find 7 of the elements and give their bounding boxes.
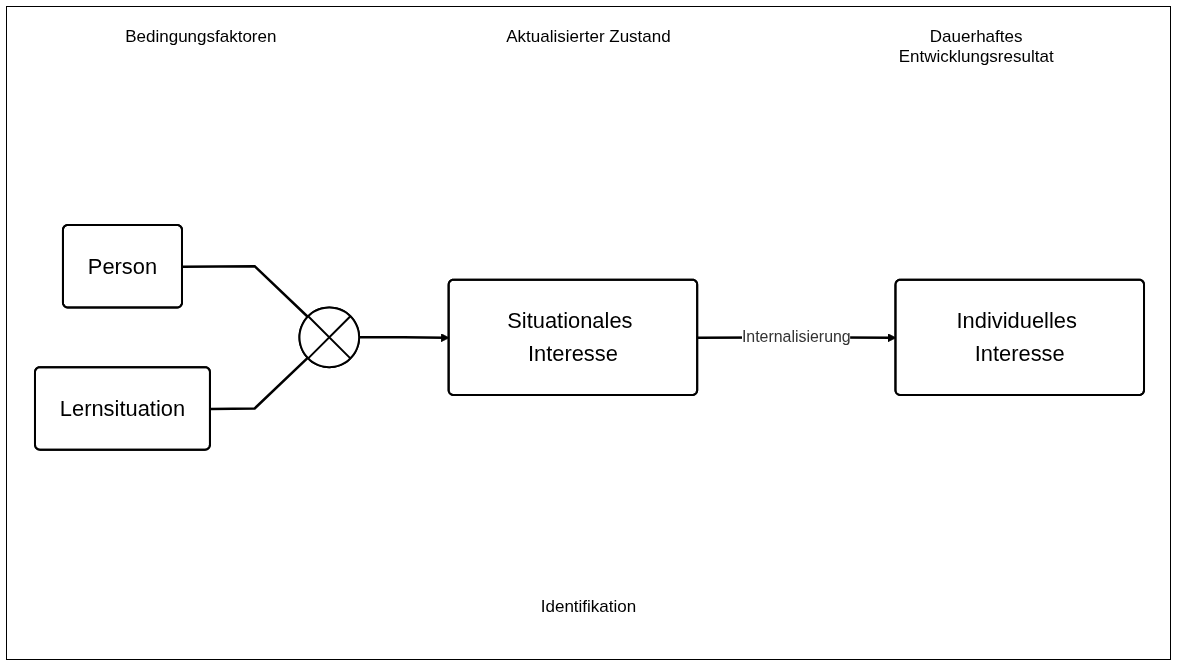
column-heading: Bedingungsfaktoren [124, 27, 278, 48]
connector [182, 264, 309, 318]
column-heading: Aktualisierter Zustand [505, 27, 672, 48]
edge-note: Identifikation [540, 597, 637, 616]
connector [210, 356, 309, 410]
column-heading: Dauerhaftes Entwicklungsresultat [897, 27, 1055, 67]
edge-label: Internalisierung [741, 328, 851, 345]
